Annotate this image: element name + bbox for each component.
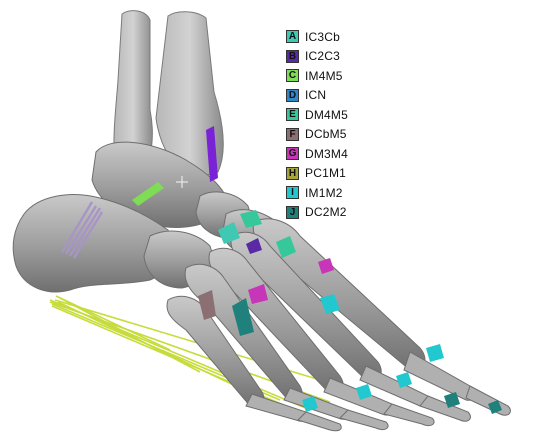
legend-label: DM4M5 bbox=[305, 108, 348, 122]
legend-item: I IM1M2 bbox=[286, 183, 406, 203]
legend-label: PC1M1 bbox=[305, 166, 346, 180]
legend-swatch: I bbox=[286, 186, 299, 199]
legend-label: DM3M4 bbox=[305, 147, 348, 161]
legend-swatch: G bbox=[286, 147, 299, 160]
legend-item: C IM4M5 bbox=[286, 66, 406, 86]
legend-label: DCbM5 bbox=[305, 127, 347, 141]
legend-item: J DC2M2 bbox=[286, 203, 406, 223]
legend-item: B IC2C3 bbox=[286, 47, 406, 67]
legend-label: ICN bbox=[305, 88, 326, 102]
ligament-legend: A IC3CbB IC2C3C IM4M5D ICN E DM4M5F DCbM5G DM3M4… bbox=[286, 27, 406, 222]
legend-swatch: E bbox=[286, 108, 299, 121]
legend-swatch: B bbox=[286, 50, 299, 63]
legend-item: H PC1M1 bbox=[286, 164, 406, 184]
legend-item: E DM4M5 bbox=[286, 105, 406, 125]
legend-swatch: J bbox=[286, 206, 299, 219]
legend-item: D ICN bbox=[286, 86, 406, 106]
legend-swatch: H bbox=[286, 167, 299, 180]
legend-item: A IC3Cb bbox=[286, 27, 406, 47]
legend-item: F DCbM5 bbox=[286, 125, 406, 145]
legend-label: DC2M2 bbox=[305, 205, 347, 219]
legend-swatch: D bbox=[286, 89, 299, 102]
legend-label: IC2C3 bbox=[305, 49, 340, 63]
legend-label: IM1M2 bbox=[305, 186, 343, 200]
legend-item: G DM3M4 bbox=[286, 144, 406, 164]
legend-swatch: C bbox=[286, 69, 299, 82]
legend-swatch: F bbox=[286, 128, 299, 141]
legend-label: IC3Cb bbox=[305, 30, 340, 44]
legend-label: IM4M5 bbox=[305, 69, 343, 83]
legend-swatch: A bbox=[286, 30, 299, 43]
